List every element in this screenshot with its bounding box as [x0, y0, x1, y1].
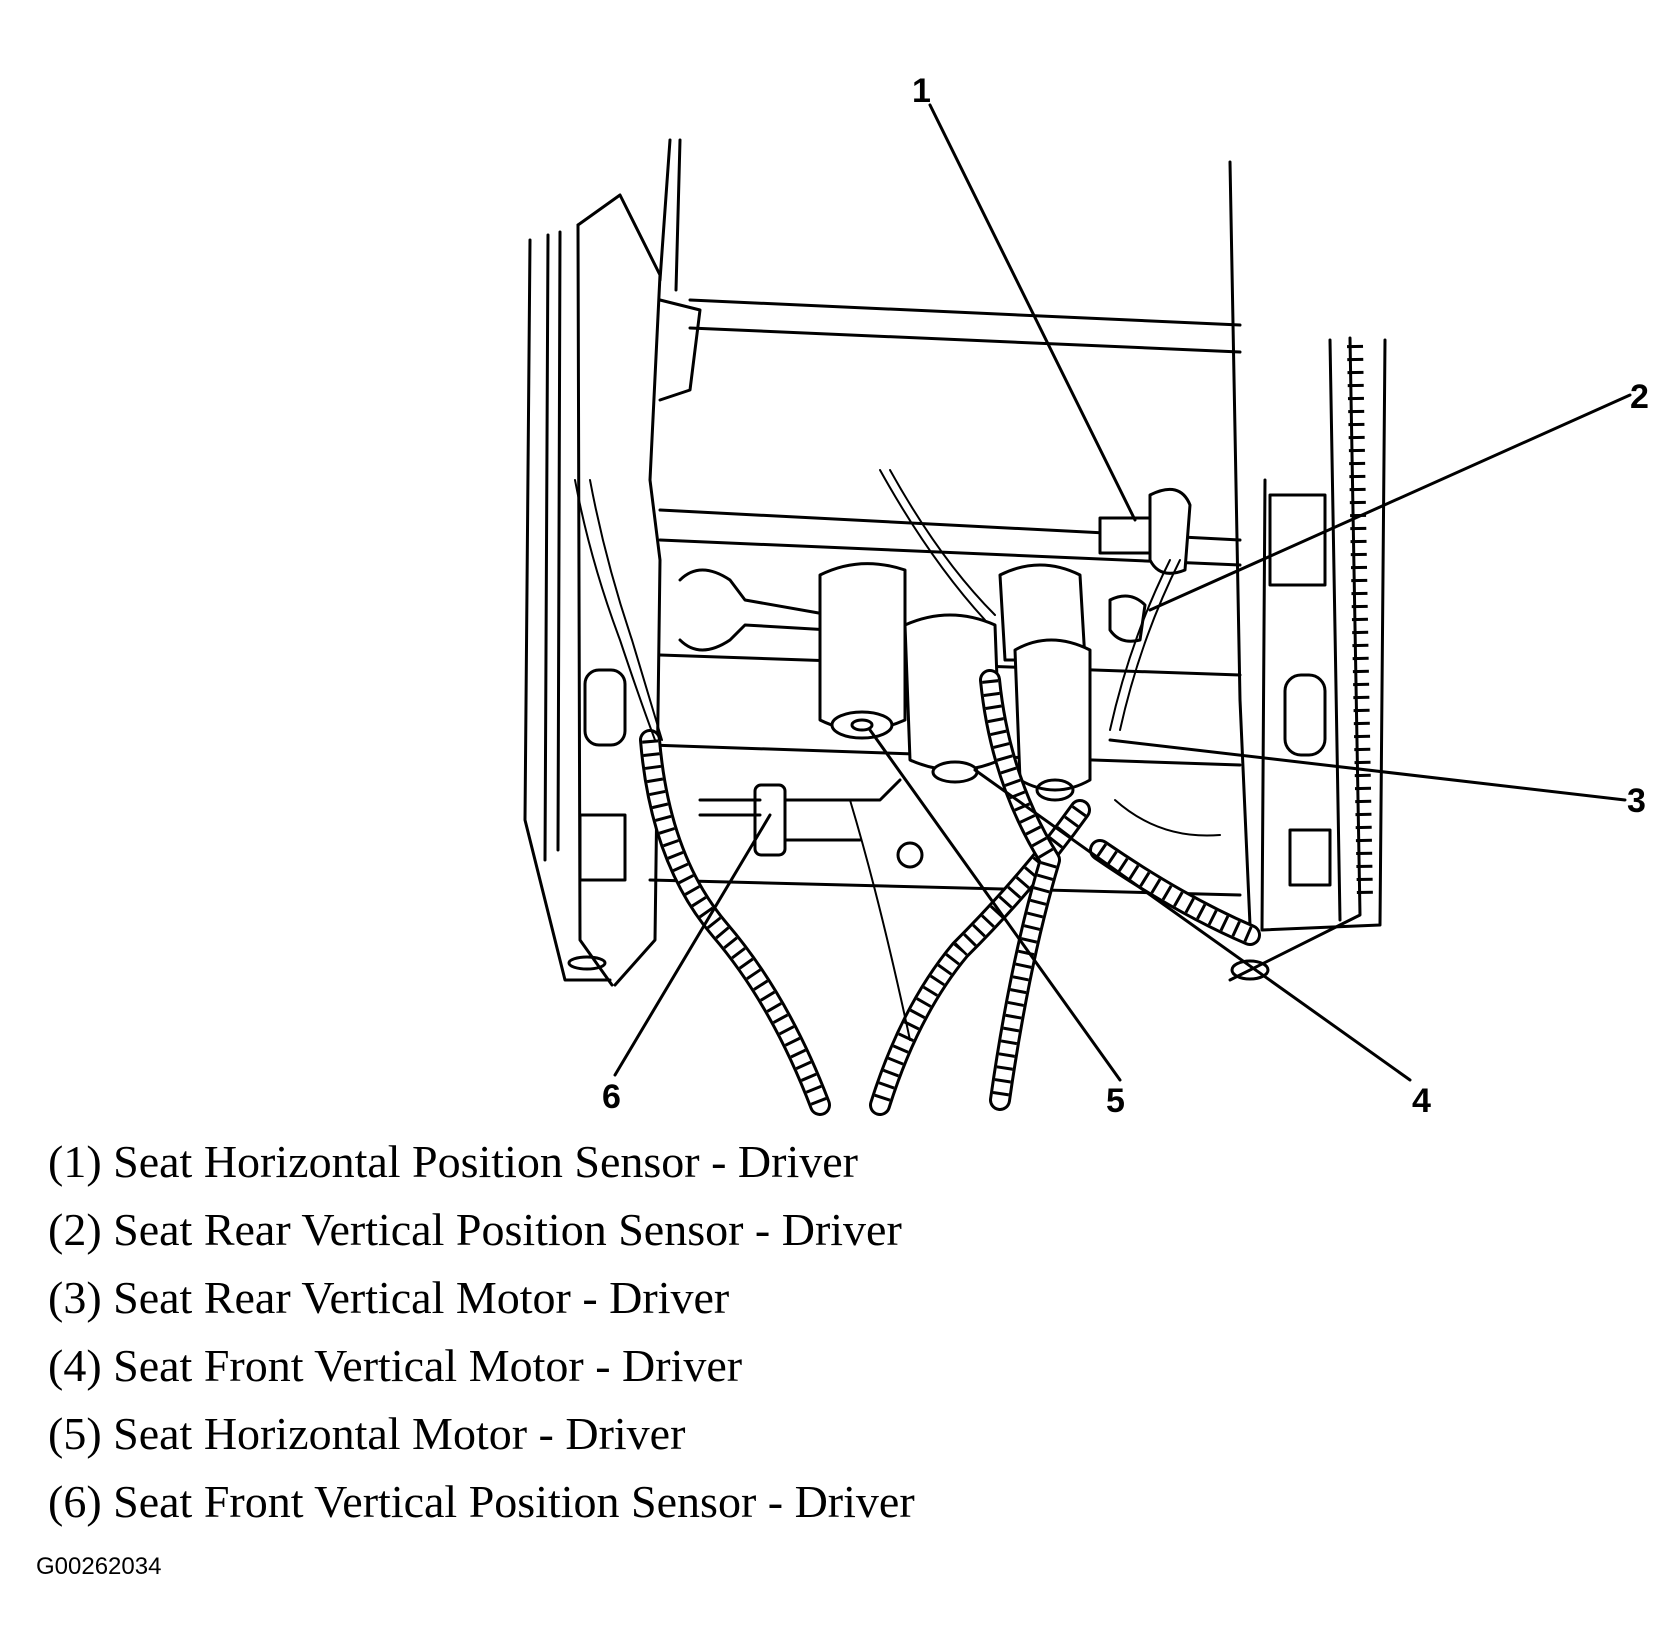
- left-seat-track: [523, 138, 702, 987]
- legend: (1) Seat Horizontal Position Sensor - Dr…: [48, 1128, 1348, 1536]
- callout-1: 1: [912, 72, 931, 110]
- leader-lines: [613, 103, 1632, 1082]
- seat-adjuster-diagram: 1 2 3 4 5 6: [523, 72, 1649, 1120]
- right-seat-track: [1228, 160, 1387, 982]
- callout-3: 3: [1627, 782, 1646, 820]
- motor-rear-vertical: [998, 563, 1087, 662]
- callout-6: 6: [602, 1078, 621, 1116]
- legend-item-5: (5) Seat Horizontal Motor - Driver: [48, 1408, 686, 1459]
- legend-item-1: (1) Seat Horizontal Position Sensor - Dr…: [48, 1136, 858, 1187]
- legend-item-3: (3) Seat Rear Vertical Motor - Driver: [48, 1272, 730, 1323]
- motor-front-vertical: [1013, 638, 1092, 802]
- drive-cables: [678, 568, 924, 869]
- legend-item-2: (2) Seat Rear Vertical Position Sensor -…: [48, 1204, 902, 1255]
- motor-horizontal: [818, 562, 907, 740]
- legend-item-6: (6) Seat Front Vertical Position Sensor …: [48, 1476, 915, 1527]
- callout-5: 5: [1106, 1082, 1125, 1120]
- callout-2: 2: [1630, 378, 1649, 416]
- callout-4: 4: [1412, 1082, 1431, 1120]
- wire-harness: [574, 469, 1261, 1116]
- legend-item-4: (4) Seat Front Vertical Motor - Driver: [48, 1340, 743, 1391]
- rear-vertical-position-sensor: [1108, 594, 1147, 643]
- figure-id: G00262034: [36, 1553, 162, 1580]
- horizontal-position-sensor: [1098, 487, 1192, 575]
